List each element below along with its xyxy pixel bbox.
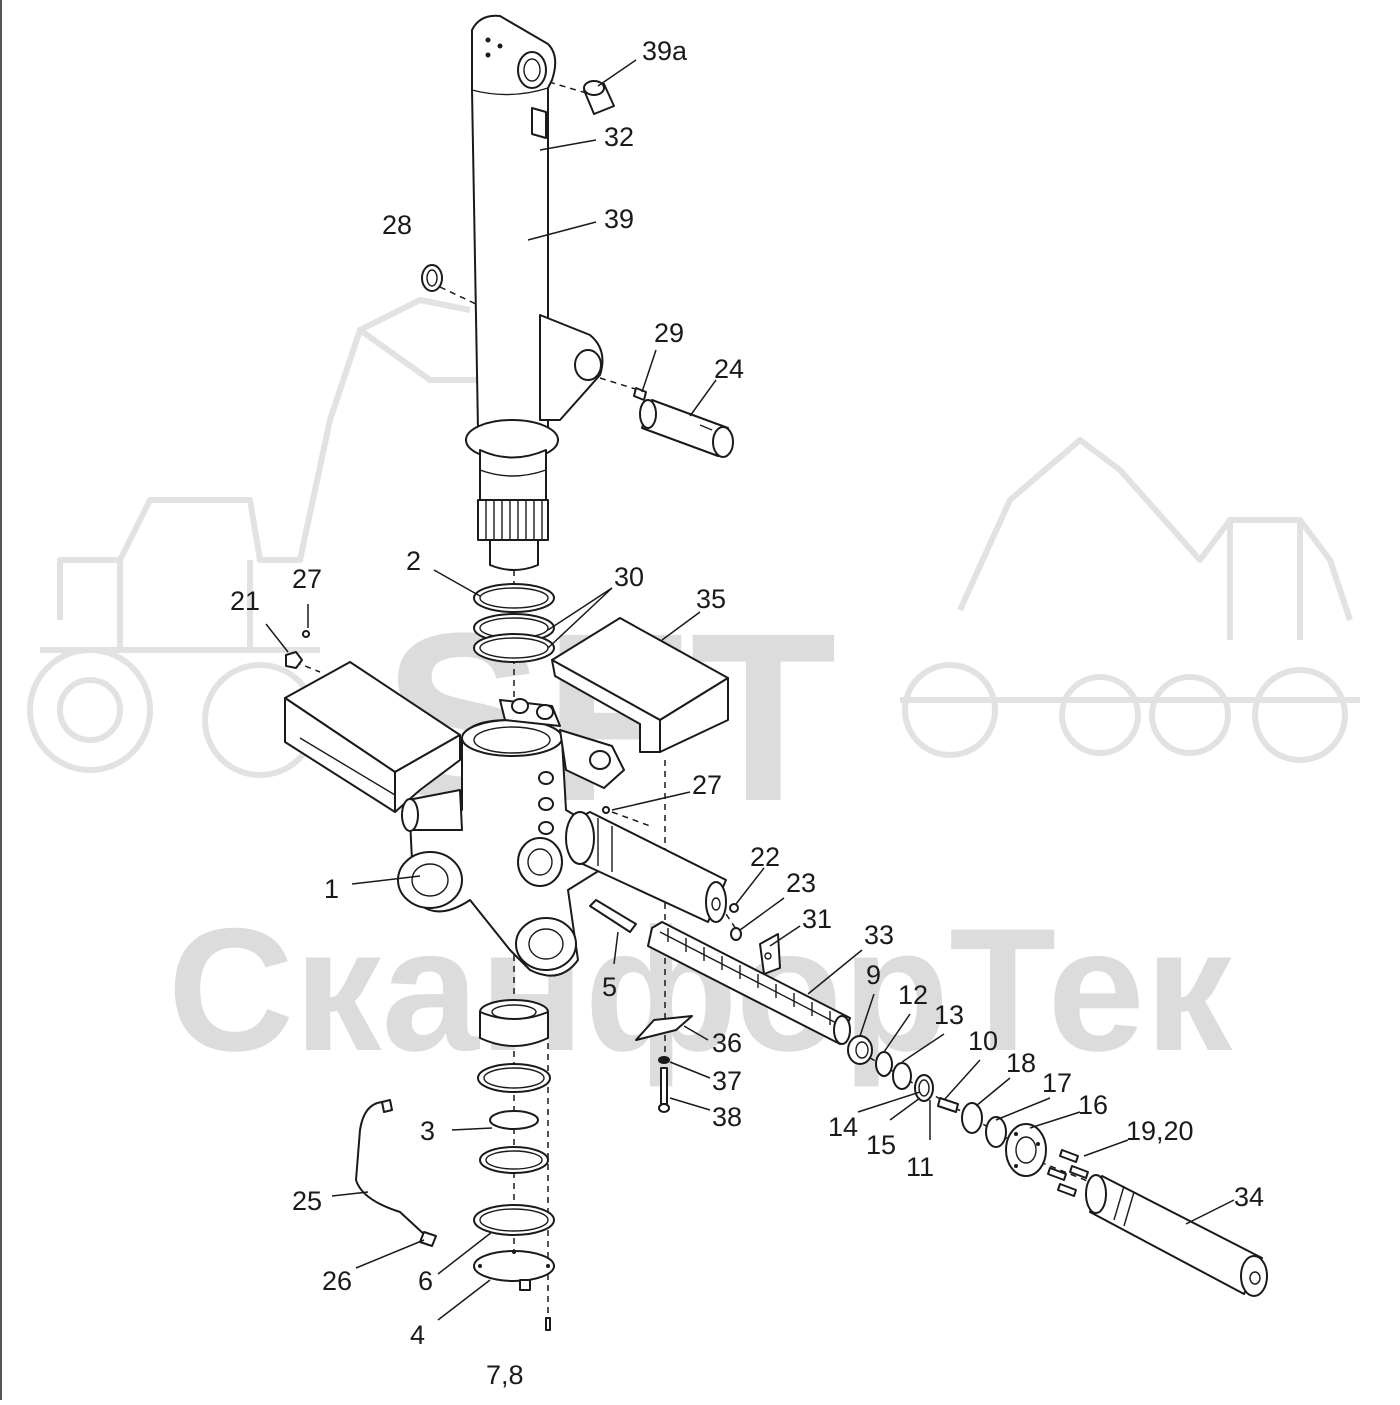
callout-35: 35	[696, 584, 726, 614]
part-23-nut	[730, 927, 742, 941]
callout-37: 37	[712, 1066, 742, 1096]
callout-22: 22	[750, 842, 780, 872]
callout-39: 39	[604, 204, 634, 234]
callout-5: 5	[602, 972, 617, 1002]
part-26-fitting	[419, 1231, 437, 1247]
callout-36: 36	[712, 1028, 742, 1058]
part-38-bolt	[658, 1067, 670, 1113]
part-34-shaft	[1085, 1174, 1268, 1297]
part-guard-box	[284, 661, 461, 813]
callout-30: 30	[614, 562, 644, 592]
callout-26: 26	[322, 1266, 352, 1296]
part-7-8-screw	[545, 1317, 551, 1331]
callout-15: 15	[866, 1130, 896, 1160]
leader-lines	[265, 59, 1235, 1321]
callout-11: 11	[906, 1152, 934, 1182]
callout-28: 28	[382, 210, 412, 240]
callout-33: 33	[864, 920, 894, 950]
part-33-rack	[647, 921, 851, 1045]
callout-10: 10	[968, 1026, 998, 1056]
part-29-nipple	[633, 387, 647, 401]
callout-25: 25	[292, 1186, 322, 1216]
part-17-ring	[985, 1116, 1007, 1148]
callout-labels: 39a 32 39 28 29 24 2 30 35 27 21 27 1 22…	[230, 36, 1264, 1390]
part-31-bracket	[759, 933, 781, 975]
callout-1: 1	[324, 874, 339, 904]
part-24-pin	[639, 399, 734, 458]
part-14-15-rings	[914, 1074, 934, 1102]
part-6-gasket	[473, 1204, 555, 1236]
part-36-plate	[635, 1015, 693, 1041]
part-21-nut	[285, 651, 303, 669]
part-2-ring	[473, 583, 555, 613]
part-4-cover-plate	[473, 1250, 555, 1291]
callout-23: 23	[786, 868, 816, 898]
watermark-loader-right	[900, 437, 1360, 763]
callout-21: 21	[230, 586, 260, 616]
part-25-hose	[355, 1099, 427, 1237]
part-10-11-pin	[937, 1097, 959, 1113]
part-bearing	[479, 999, 549, 1047]
part-18-ring	[961, 1102, 983, 1134]
part-19-20-bolts	[1047, 1149, 1089, 1197]
callout-6: 6	[418, 1266, 433, 1296]
callout-19-20: 19,20	[1126, 1116, 1194, 1146]
callout-9: 9	[866, 960, 881, 990]
callout-39a: 39a	[642, 36, 688, 66]
callout-4: 4	[410, 1320, 425, 1350]
part-axle-tube	[565, 811, 727, 923]
part-5-key	[589, 899, 637, 933]
callout-27-mid: 27	[692, 770, 722, 800]
callout-12: 12	[898, 980, 928, 1010]
part-27-nipple-top	[302, 630, 310, 638]
watermark-company-text: СканфорТек	[168, 893, 1233, 1088]
callout-17: 17	[1042, 1068, 1072, 1098]
callout-3: 3	[420, 1116, 435, 1146]
callout-34: 34	[1234, 1182, 1264, 1212]
part-27-nipple-mid	[602, 806, 610, 814]
part-37-washer	[658, 1056, 670, 1064]
callout-14: 14	[828, 1112, 858, 1142]
callout-29: 29	[654, 318, 684, 348]
callout-13: 13	[934, 1000, 964, 1030]
part-28-seal	[421, 264, 443, 292]
callout-18: 18	[1006, 1048, 1036, 1078]
callout-7-8: 7,8	[486, 1360, 524, 1390]
callout-2: 2	[406, 546, 421, 576]
callout-24: 24	[714, 354, 744, 384]
callout-27-top: 27	[292, 564, 322, 594]
callout-31: 31	[802, 904, 832, 934]
part-39-column	[465, 14, 604, 571]
part-1-axle-housing	[397, 698, 625, 977]
part-9-bushing	[847, 1035, 873, 1065]
part-ring-stack	[477, 1063, 551, 1174]
part-35-cover	[551, 617, 729, 753]
part-12-ring	[875, 1051, 893, 1077]
part-16-flange	[1005, 1123, 1047, 1177]
part-13-ring	[892, 1062, 912, 1090]
part-22-ring	[729, 903, 739, 913]
part-30-rings	[473, 613, 555, 663]
callout-16: 16	[1078, 1090, 1108, 1120]
callout-38: 38	[712, 1102, 742, 1132]
callout-32: 32	[604, 122, 634, 152]
